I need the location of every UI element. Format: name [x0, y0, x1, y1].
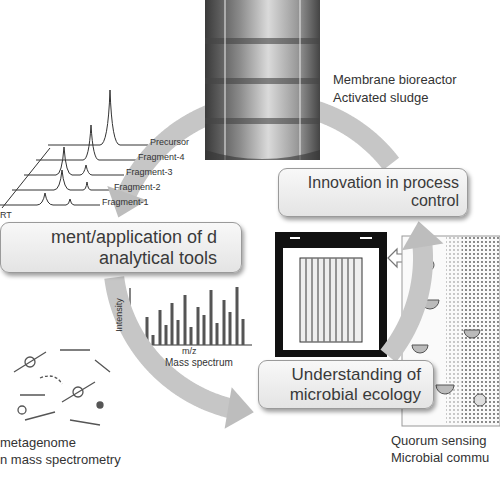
mass-spectrum-plot: [130, 287, 252, 345]
tank-base: [205, 150, 320, 160]
metagenome-sketch: [14, 350, 110, 425]
tank-band: [205, 78, 320, 84]
method-caption: metagenome: [0, 436, 76, 450]
fragment-trace: [24, 147, 124, 175]
tank-band: [205, 118, 320, 124]
precursor-trace: [48, 90, 148, 145]
depth-axis: [2, 148, 50, 208]
axis-label: Intensity: [115, 285, 125, 345]
inset-caption: Quorum sensing: [391, 434, 486, 448]
reactor-pipe: [290, 237, 372, 239]
tank-body: [205, 0, 320, 160]
reactor-frame: [275, 232, 387, 357]
reactor-tank: [283, 248, 379, 350]
axis-label: m/z: [182, 347, 197, 357]
membrane-module: [300, 258, 362, 342]
signal-gradient: [446, 237, 462, 425]
box-label: ment/application of d analytical tools: [41, 227, 217, 268]
arrow-head: [402, 221, 443, 250]
trace-label: Fragment-1: [102, 198, 149, 208]
membrane-sheets: [306, 258, 354, 342]
read-line: [20, 382, 100, 425]
cycle-arrow: [114, 278, 254, 429]
tank-rod: [225, 0, 300, 160]
fragment-trace: [12, 170, 112, 190]
trace-label: Fragment-3: [126, 168, 173, 178]
process-box: Understanding of microbial ecology: [258, 360, 434, 409]
photo-caption: Membrane bioreactor: [333, 73, 457, 87]
inset-caption: Microbial commu: [391, 451, 489, 465]
photo-caption: Activated sludge: [333, 91, 428, 105]
trace-label: Fragment-2: [114, 183, 161, 193]
plot-caption: Mass spectrum: [165, 357, 233, 368]
spectrum-axes: [130, 288, 252, 345]
fragment-trace: [36, 125, 136, 160]
bioreactor-photo: [205, 0, 320, 160]
arrow-band: [388, 241, 423, 356]
read-line: [40, 376, 62, 384]
spectrum-bars: [140, 287, 243, 345]
arrow-head: [225, 387, 254, 428]
reactor-schematic: [275, 232, 387, 357]
trace-label: Precursor: [150, 138, 189, 148]
process-box: ment/application of d analytical tools: [0, 222, 242, 273]
bacteria-cell: [474, 394, 486, 406]
trace-label: Fragment-4: [138, 153, 185, 163]
read-line: [14, 350, 110, 372]
axis-label: RT: [0, 211, 12, 221]
cycle-arrow: [388, 221, 443, 356]
box-label: Innovation in process control: [285, 174, 459, 211]
process-box: Innovation in process control: [278, 168, 468, 217]
arrow-band: [114, 278, 233, 410]
read-dot: [97, 402, 103, 408]
read-circle: [18, 406, 26, 414]
fragment-trace: [0, 193, 100, 205]
method-caption: n mass spectrometry: [0, 453, 121, 467]
tank-band: [205, 38, 320, 44]
box-label: Understanding of microbial ecology: [267, 365, 421, 404]
